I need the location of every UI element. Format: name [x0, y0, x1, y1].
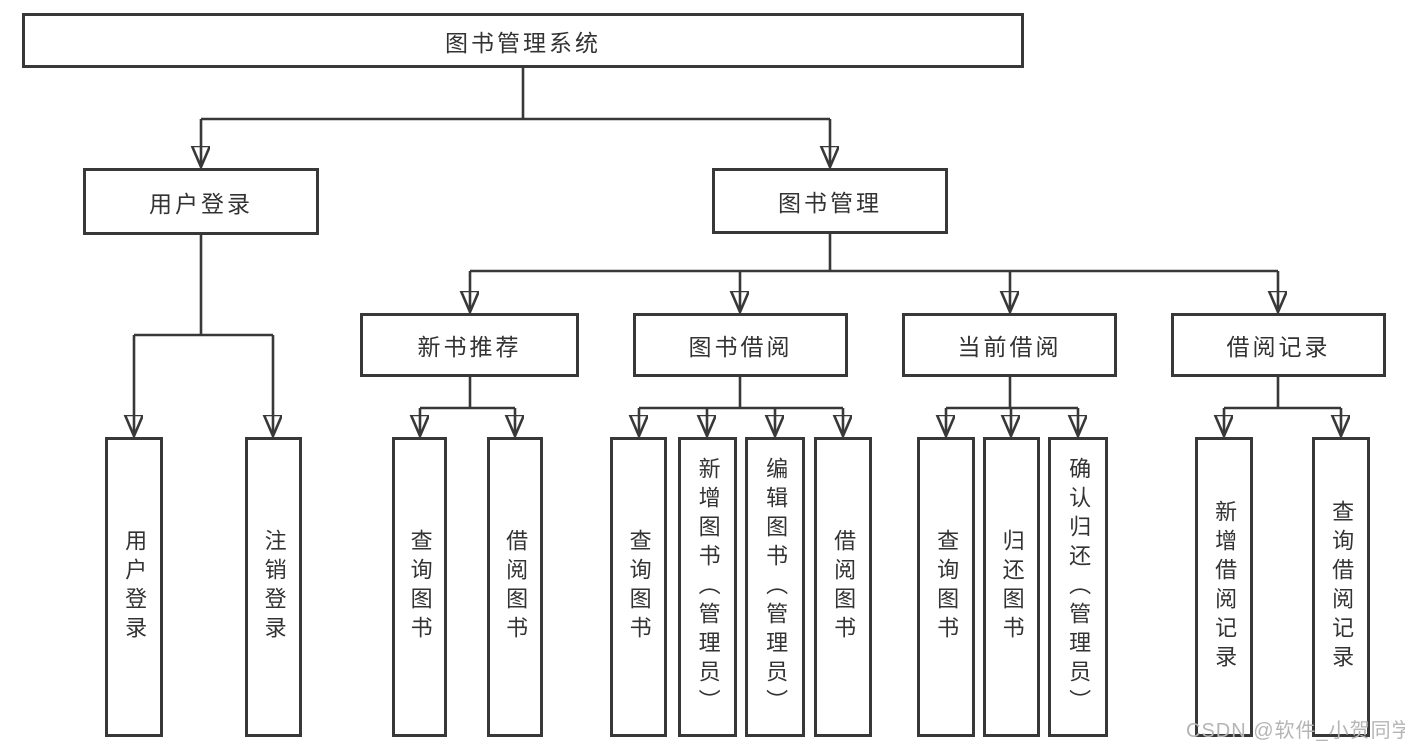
leaf-user-login: 用户登录 — [105, 437, 163, 737]
node-label: 查询图书 — [626, 529, 652, 645]
edge-new-book-recommendation-to-leaves — [420, 377, 515, 435]
leaf-query-borrow-record: 查询借阅记录 — [1312, 437, 1370, 737]
node-current-borrowing: 当前借阅 — [902, 313, 1117, 377]
leaf-borrow-books-borrowing: 借阅图书 — [814, 437, 872, 737]
leaf-borrow-books-recommend: 借阅图书 — [487, 437, 543, 737]
node-label: 图书管理 — [778, 190, 882, 216]
node-user-login: 用户登录 — [83, 168, 319, 235]
node-label: 图书管理系统 — [445, 29, 601, 56]
leaf-query-books-borrowing: 查询图书 — [610, 437, 667, 737]
node-label: 注销登录 — [261, 529, 287, 645]
node-new-book-recommendation: 新书推荐 — [360, 313, 579, 377]
leaf-add-book-admin: 新增图书（管理员） — [678, 437, 737, 737]
edge-user-login-to-leaves — [134, 235, 273, 435]
node-label: 归还图书 — [999, 529, 1025, 645]
node-label: 借阅记录 — [1226, 334, 1331, 360]
edge-borrowing-records-to-leaves — [1224, 377, 1341, 435]
node-library-management-system: 图书管理系统 — [22, 13, 1024, 68]
leaf-query-books-recommend: 查询图书 — [392, 437, 447, 737]
node-label: 借阅图书 — [831, 529, 857, 645]
edge-current-borrowing-to-leaves — [946, 377, 1078, 435]
leaf-query-books-current: 查询图书 — [917, 437, 975, 737]
node-label: 图书借阅 — [688, 334, 793, 360]
edge-root-to-level2 — [201, 68, 830, 166]
node-label: 用户登录 — [122, 529, 148, 645]
edge-book-management-to-level3 — [470, 234, 1278, 311]
edge-book-borrowing-to-leaves — [639, 377, 843, 435]
node-book-management: 图书管理 — [712, 168, 948, 234]
node-borrowing-records: 借阅记录 — [1171, 313, 1386, 377]
node-label: 查询借阅记录 — [1329, 500, 1355, 674]
node-label: 新增图书（管理员） — [695, 456, 721, 718]
node-label: 编辑图书（管理员） — [763, 456, 789, 718]
node-label: 确认归还（管理员） — [1066, 456, 1092, 718]
leaf-edit-book-admin: 编辑图书（管理员） — [745, 437, 805, 737]
node-label: 新增借阅记录 — [1212, 500, 1238, 674]
node-book-borrowing: 图书借阅 — [633, 313, 848, 377]
node-label: 查询图书 — [407, 529, 433, 645]
leaf-logout-login: 注销登录 — [245, 437, 302, 737]
csdn-watermark: CSDN @软件_小贺同学 — [1186, 720, 1405, 742]
leaf-add-borrow-record: 新增借阅记录 — [1195, 437, 1253, 737]
node-label: 借阅图书 — [503, 529, 529, 645]
leaf-return-books: 归还图书 — [983, 437, 1040, 737]
node-label: 当前借阅 — [957, 334, 1062, 360]
node-label: 新书推荐 — [417, 334, 522, 360]
leaf-confirm-return-admin: 确认归还（管理员） — [1048, 437, 1108, 737]
node-label: 用户登录 — [149, 190, 253, 217]
node-label: 查询图书 — [934, 529, 960, 645]
